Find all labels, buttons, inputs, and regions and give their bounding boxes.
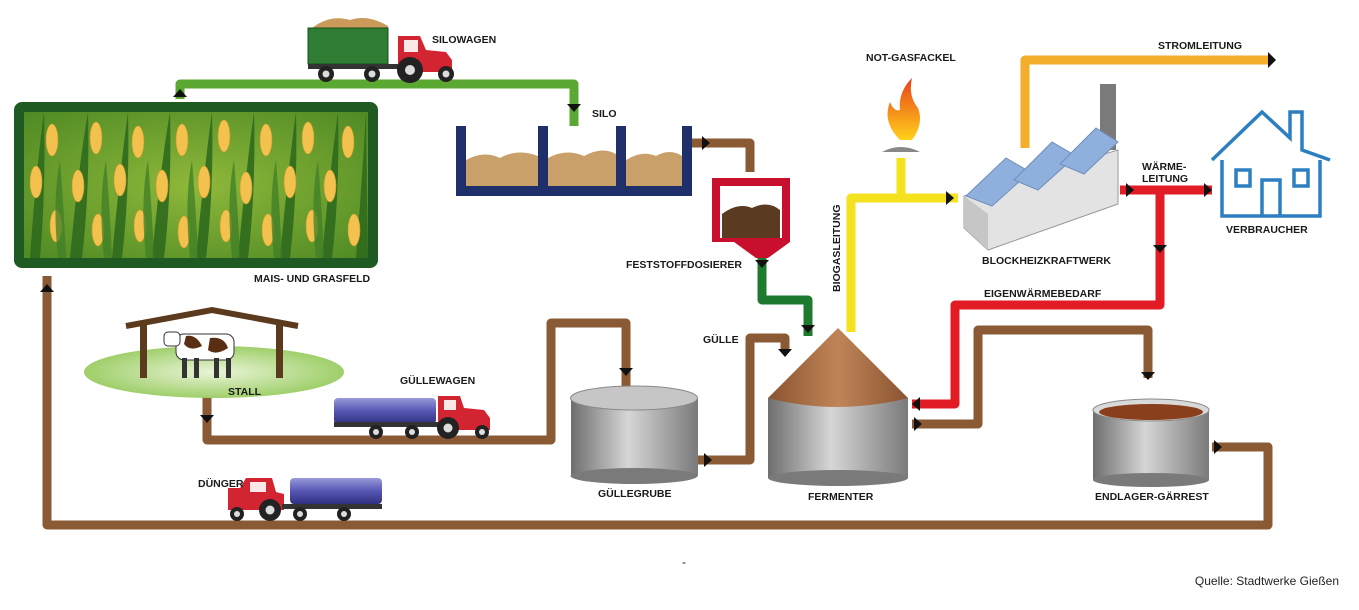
arrow-right-silo <box>702 136 710 150</box>
label-stall: STALL <box>228 386 262 398</box>
blockheizkraftwerk-building <box>963 84 1119 251</box>
feststoffdosierer <box>712 178 790 258</box>
pipe-stall-to-guellegrube <box>202 318 631 445</box>
duenger-vehicle <box>228 478 382 521</box>
arrow-down-green <box>801 325 815 333</box>
label-not-gasfackel: NOT-GASFACKEL <box>866 52 956 64</box>
arrow-left-fermenter <box>912 397 920 411</box>
fermenter-tank <box>768 328 908 486</box>
label-biogasleitung: BIOGASLEITUNG <box>831 204 843 292</box>
label-stromleitung: STROMLEITUNG <box>1158 40 1242 52</box>
arrow-down-silo <box>567 104 581 112</box>
arrow-down-guellegrube <box>619 368 633 376</box>
arrow-right-guellegrube <box>704 453 712 467</box>
label-feststoffdosierer: FESTSTOFFDOSIERER <box>626 259 742 271</box>
pipe-dosierer-to-fermenter <box>757 254 813 336</box>
pipe-guellegrube-to-fermenter <box>698 333 790 465</box>
label-endlager: ENDLAGER-GÄRREST <box>1095 490 1209 503</box>
label-guellewagen: GÜLLEWAGEN <box>400 374 475 387</box>
label-verbraucher: VERBRAUCHER <box>1226 224 1308 236</box>
arrow-down-stall <box>200 415 214 423</box>
label-silo: SILO <box>592 108 617 120</box>
labels: SILOWAGEN SILO MAIS- UND GRASFELD FESTST… <box>198 34 1339 588</box>
arrow-down-eigenwaerme <box>1153 245 1167 253</box>
arrow-down-endlager <box>1141 372 1155 380</box>
arrow-right-biogas <box>946 191 954 205</box>
pipe-silo-to-dosierer <box>692 138 755 172</box>
not-gasfackel <box>882 78 920 152</box>
label-blockheizkraftwerk: BLOCKHEIZKRAFTWERK <box>982 255 1111 267</box>
source-credit: Quelle: Stadtwerke Gießen <box>1195 574 1339 588</box>
flow-arrows <box>40 52 1276 467</box>
label-guellegrube: GÜLLEGRUBE <box>598 487 672 500</box>
arrow-right-endlager <box>1214 440 1222 454</box>
arrow-down-dosierer <box>755 260 769 268</box>
corn-plants <box>29 112 368 258</box>
silo <box>456 126 692 196</box>
label-fermenter: FERMENTER <box>808 491 874 503</box>
label-mais-grasfeld: MAIS- UND GRASFELD <box>254 273 370 285</box>
corn-field <box>14 102 378 268</box>
flame-icon <box>887 78 920 140</box>
pipes <box>42 55 1273 530</box>
pipe-fermenter-to-endlager <box>912 325 1153 429</box>
arrow-down-guelle <box>778 349 792 357</box>
guellegrube-tank <box>570 385 698 484</box>
cow-icon <box>163 331 235 378</box>
arrow-up-duenger <box>40 284 54 292</box>
arrow-right-waerme-1 <box>1126 183 1134 197</box>
label-silowagen: SILOWAGEN <box>432 34 496 46</box>
endlager-tank <box>1092 398 1210 487</box>
arrow-up-field <box>173 89 187 97</box>
label-dash: - <box>682 555 686 569</box>
pipe-biogas <box>846 193 958 332</box>
arrow-right-waerme-2 <box>1204 183 1212 197</box>
stall <box>84 306 344 398</box>
pipe-duenger-return <box>42 276 1273 530</box>
silowagen-vehicle <box>307 18 454 83</box>
guellewagen-vehicle <box>334 396 490 439</box>
label-duenger: DÜNGER <box>198 477 244 490</box>
label-waerme-2: LEITUNG <box>1142 173 1188 185</box>
arrow-right-strom <box>1268 52 1276 68</box>
pipe-eigenwaerme <box>912 190 1165 409</box>
label-waerme-1: WÄRME- <box>1142 160 1187 173</box>
house-icon <box>1210 109 1331 218</box>
pipe-strom <box>1020 55 1270 148</box>
label-eigenwaermebedarf: EIGENWÄRMEBEDARF <box>984 287 1102 300</box>
label-guelle: GÜLLE <box>703 333 739 346</box>
arrow-right-fermenter <box>914 417 922 431</box>
